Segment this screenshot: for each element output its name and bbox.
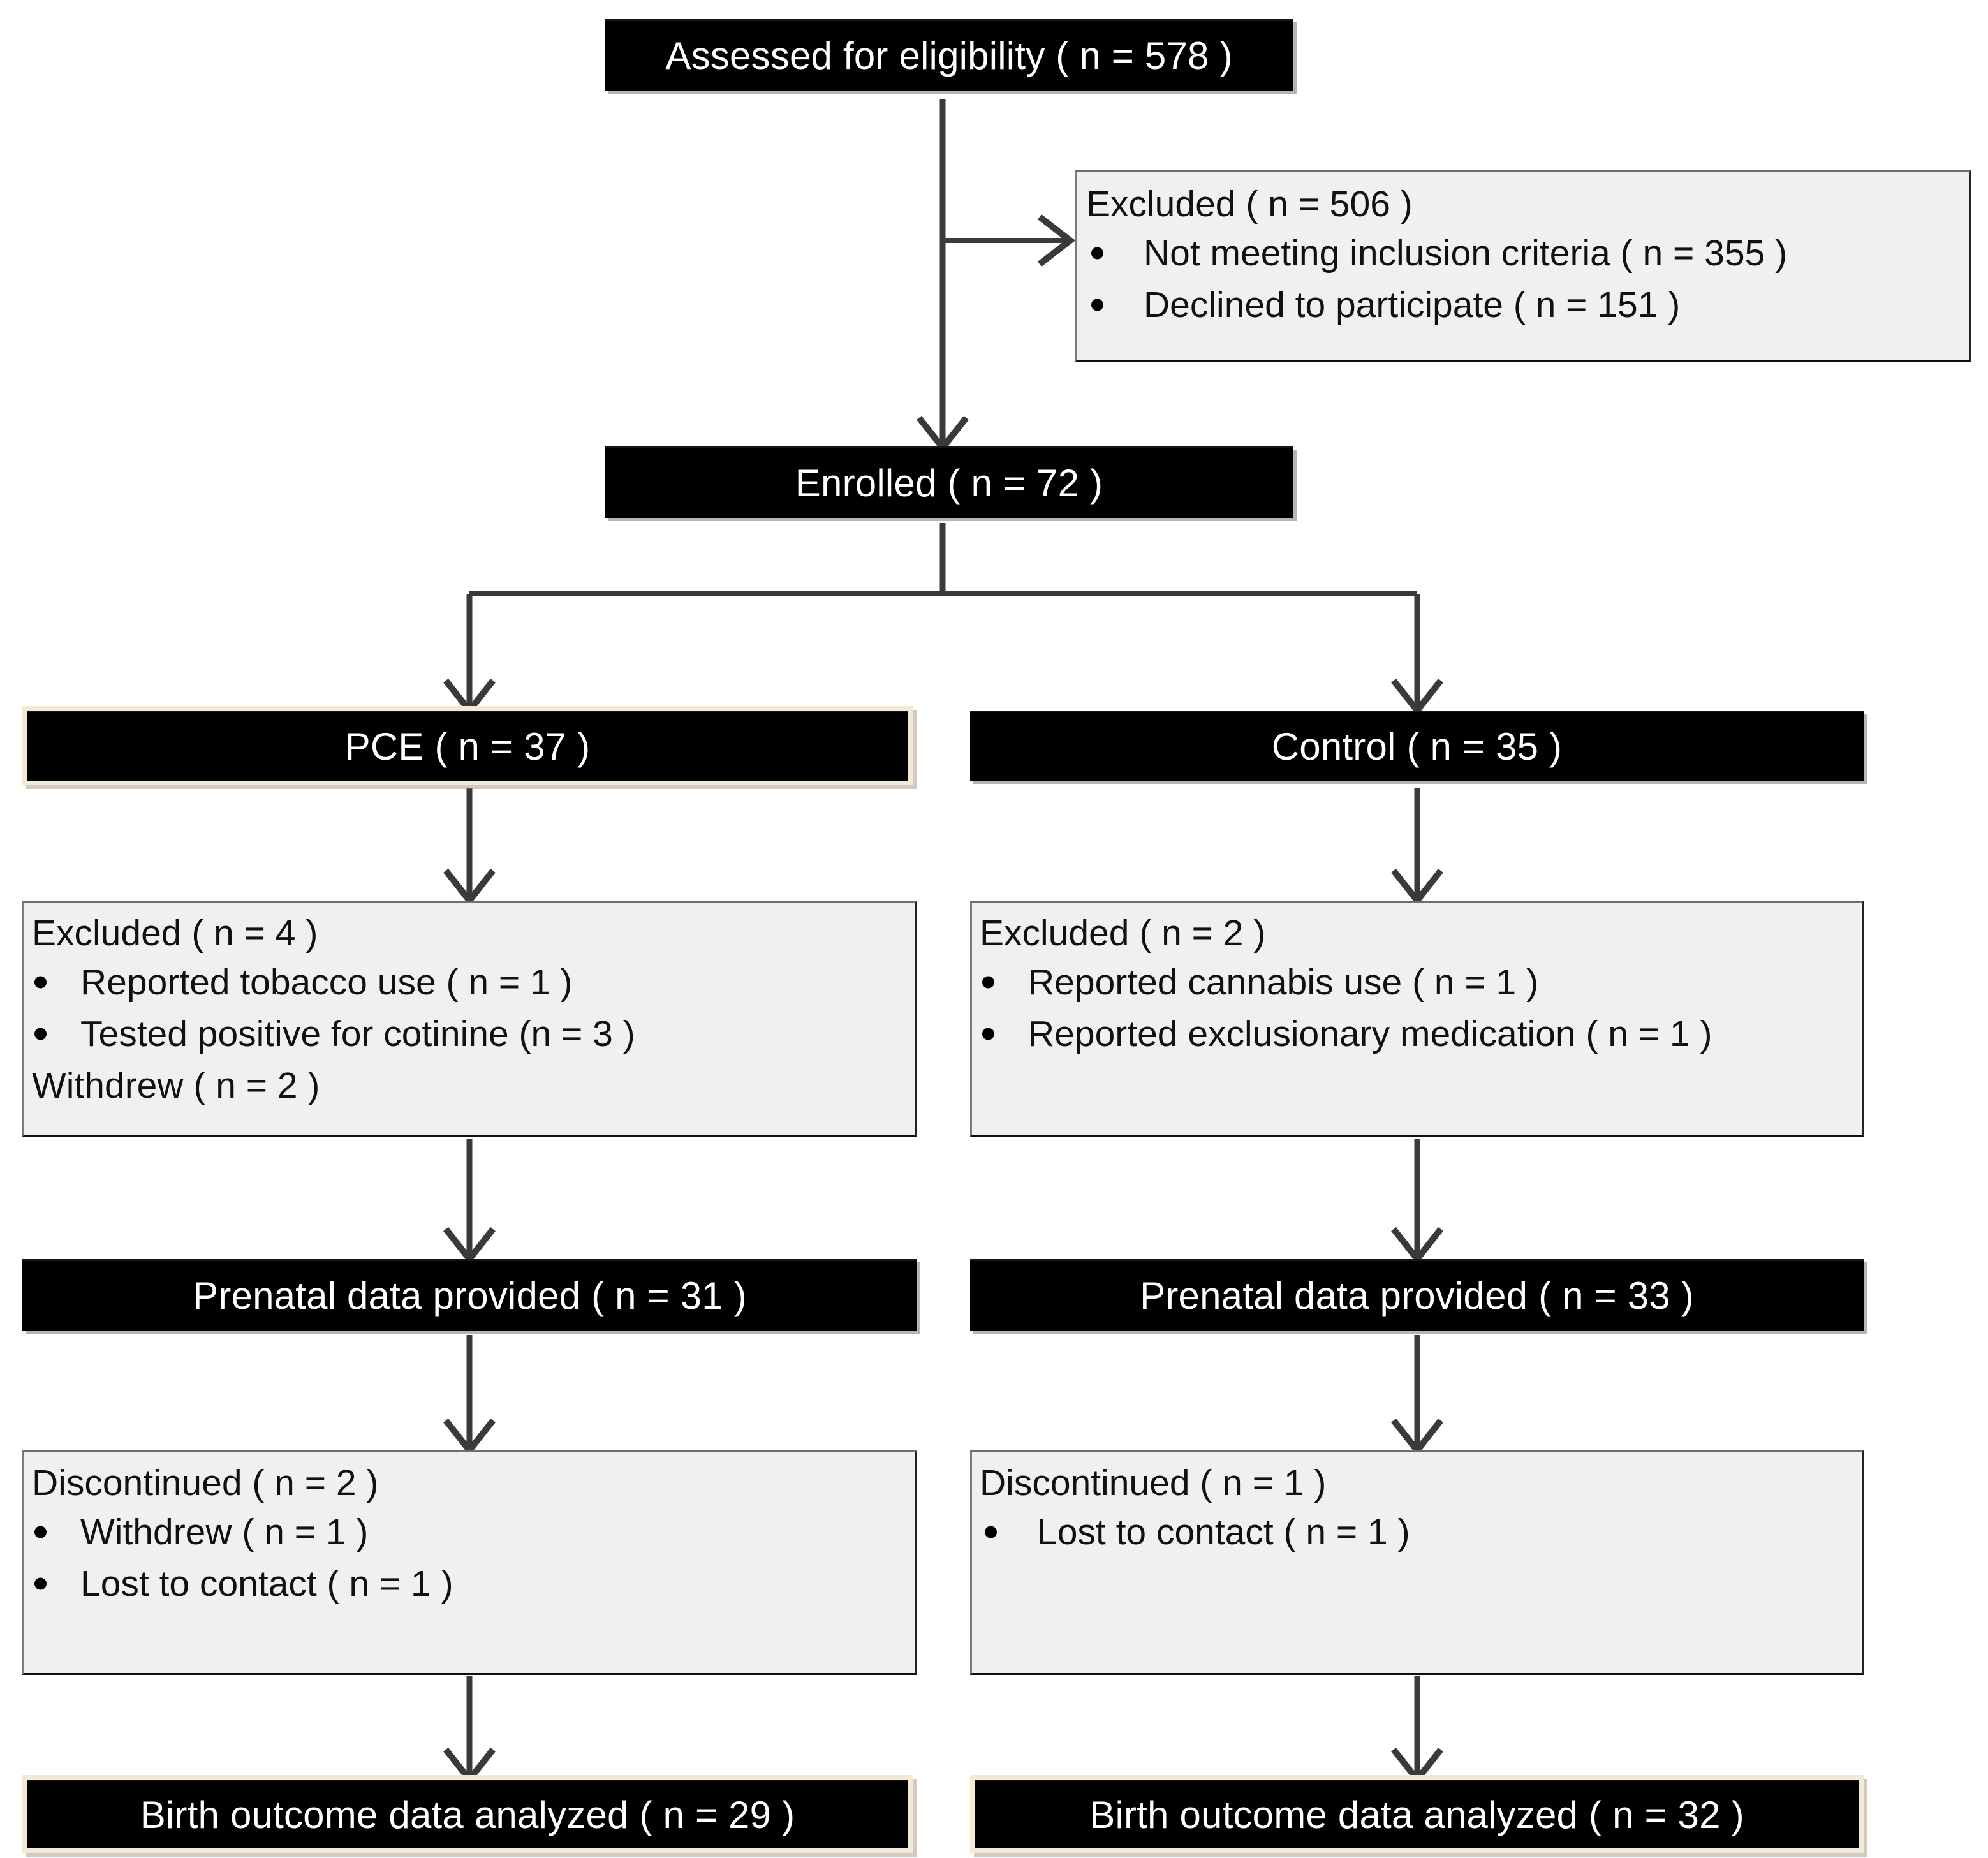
bullet-icon <box>34 1028 47 1040</box>
list-item-label: Tested positive for cotinine (n = 3 ) <box>80 1013 635 1054</box>
node-enrolled-label: Enrolled ( n = 72 ) <box>795 461 1103 505</box>
list-item: Tested positive for cotinine (n = 3 ) <box>32 1014 908 1055</box>
bullet-icon <box>34 976 47 989</box>
list-item: Reported tobacco use ( n = 1 ) <box>32 962 908 1003</box>
node-pce-analyzed-label: Birth outcome data analyzed ( n = 29 ) <box>140 1793 795 1836</box>
list-item-label: Reported exclusionary medication ( n = 1… <box>1028 1013 1712 1054</box>
node-control-discontinued-heading: Discontinued ( n = 1 ) <box>980 1463 1327 1503</box>
list-item-label: Lost to contact ( n = 1 ) <box>1037 1511 1410 1552</box>
arrowhead-to-pce <box>443 678 496 716</box>
node-pce-discontinued: Discontinued ( n = 2 ) Withdrew ( n = 1 … <box>22 1450 917 1675</box>
list-item: Declined to participate ( n = 151 ) <box>1086 284 1960 326</box>
node-control-analyzed-label: Birth outcome data analyzed ( n = 32 ) <box>1089 1793 1744 1836</box>
node-control-group: Control ( n = 35 ) <box>970 711 1864 781</box>
list-item-label: Reported tobacco use ( n = 1 ) <box>80 961 573 1003</box>
node-control-excluded-heading: Excluded ( n = 2 ) <box>980 913 1266 954</box>
node-pce-group: PCE ( n = 37 ) <box>27 711 908 781</box>
bullet-icon <box>34 1577 47 1590</box>
list-item-label: Not meeting inclusion criteria ( n = 355… <box>1144 232 1788 274</box>
arrowhead-control-analyzed <box>1391 1747 1443 1785</box>
arrowhead-control-excluded <box>1391 868 1443 906</box>
arrowhead-to-enrolled <box>917 415 969 453</box>
arrowhead-control-prenatal <box>1391 1227 1443 1265</box>
bullet-icon <box>985 1526 997 1538</box>
list-item: Withdrew ( n = 1 ) <box>32 1512 908 1553</box>
node-pce-prenatal-label: Prenatal data provided ( n = 31 ) <box>193 1274 747 1317</box>
bullet-icon <box>1091 299 1103 311</box>
arrowhead-pce-discontinued <box>443 1418 496 1456</box>
node-excluded-top-list: Not meeting inclusion criteria ( n = 355… <box>1086 226 1960 336</box>
arrowhead-to-control <box>1391 678 1443 716</box>
arrowhead-control-discontinued <box>1391 1418 1443 1456</box>
node-pce-discontinued-list: Withdrew ( n = 1 ) Lost to contact ( n =… <box>32 1505 908 1615</box>
node-pce-prenatal: Prenatal data provided ( n = 31 ) <box>22 1259 917 1331</box>
node-control-excluded-list: Reported cannabis use ( n = 1 ) Reported… <box>980 955 1859 1065</box>
node-assessed-for-eligibility: Assessed for eligibility ( n = 578 ) <box>605 19 1293 91</box>
node-control-group-label: Control ( n = 35 ) <box>1271 725 1563 768</box>
bullet-icon <box>982 976 994 989</box>
list-item-label: Declined to participate ( n = 151 ) <box>1144 284 1681 325</box>
bullet-icon <box>982 1028 994 1040</box>
bullet-icon <box>34 1526 47 1538</box>
list-item-label: Reported cannabis use ( n = 1 ) <box>1028 961 1539 1003</box>
node-pce-discontinued-heading: Discontinued ( n = 2 ) <box>32 1463 379 1503</box>
node-excluded-top: Excluded ( n = 506 ) Not meeting inclusi… <box>1075 170 1971 362</box>
arrowhead-to-excluded <box>1037 214 1076 267</box>
list-item: Lost to contact ( n = 1 ) <box>32 1563 908 1605</box>
node-enrolled: Enrolled ( n = 72 ) <box>605 446 1293 518</box>
node-pce-excluded-list: Reported tobacco use ( n = 1 ) Tested po… <box>32 955 908 1065</box>
arrowhead-pce-prenatal <box>443 1227 496 1265</box>
node-control-discontinued-list: Lost to contact ( n = 1 ) <box>980 1505 1854 1563</box>
list-item-label: Lost to contact ( n = 1 ) <box>80 1563 453 1604</box>
list-item: Not meeting inclusion criteria ( n = 355… <box>1086 233 1960 274</box>
list-item: Reported exclusionary medication ( n = 1… <box>980 1014 1859 1055</box>
node-control-prenatal: Prenatal data provided ( n = 33 ) <box>970 1259 1864 1331</box>
node-pce-excluded-footer: Withdrew ( n = 2 ) <box>32 1065 320 1106</box>
node-pce-analyzed: Birth outcome data analyzed ( n = 29 ) <box>27 1780 908 1848</box>
node-control-excluded: Excluded ( n = 2 ) Reported cannabis use… <box>970 901 1864 1137</box>
node-assessed-label: Assessed for eligibility ( n = 578 ) <box>665 34 1233 77</box>
node-excluded-top-heading: Excluded ( n = 506 ) <box>1086 184 1413 225</box>
node-control-analyzed: Birth outcome data analyzed ( n = 32 ) <box>975 1780 1859 1848</box>
node-pce-excluded-heading: Excluded ( n = 4 ) <box>32 913 318 954</box>
bullet-icon <box>1091 247 1103 260</box>
arrowhead-pce-excluded <box>443 868 496 906</box>
node-pce-group-label: PCE ( n = 37 ) <box>344 725 591 768</box>
list-item: Reported cannabis use ( n = 1 ) <box>980 962 1859 1003</box>
list-item: Lost to contact ( n = 1 ) <box>980 1512 1854 1553</box>
node-control-prenatal-label: Prenatal data provided ( n = 33 ) <box>1140 1274 1694 1317</box>
arrowhead-pce-analyzed <box>443 1747 496 1785</box>
list-item-label: Withdrew ( n = 1 ) <box>80 1511 369 1552</box>
node-pce-excluded: Excluded ( n = 4 ) Reported tobacco use … <box>22 901 917 1137</box>
node-control-discontinued: Discontinued ( n = 1 ) Lost to contact (… <box>970 1450 1864 1675</box>
